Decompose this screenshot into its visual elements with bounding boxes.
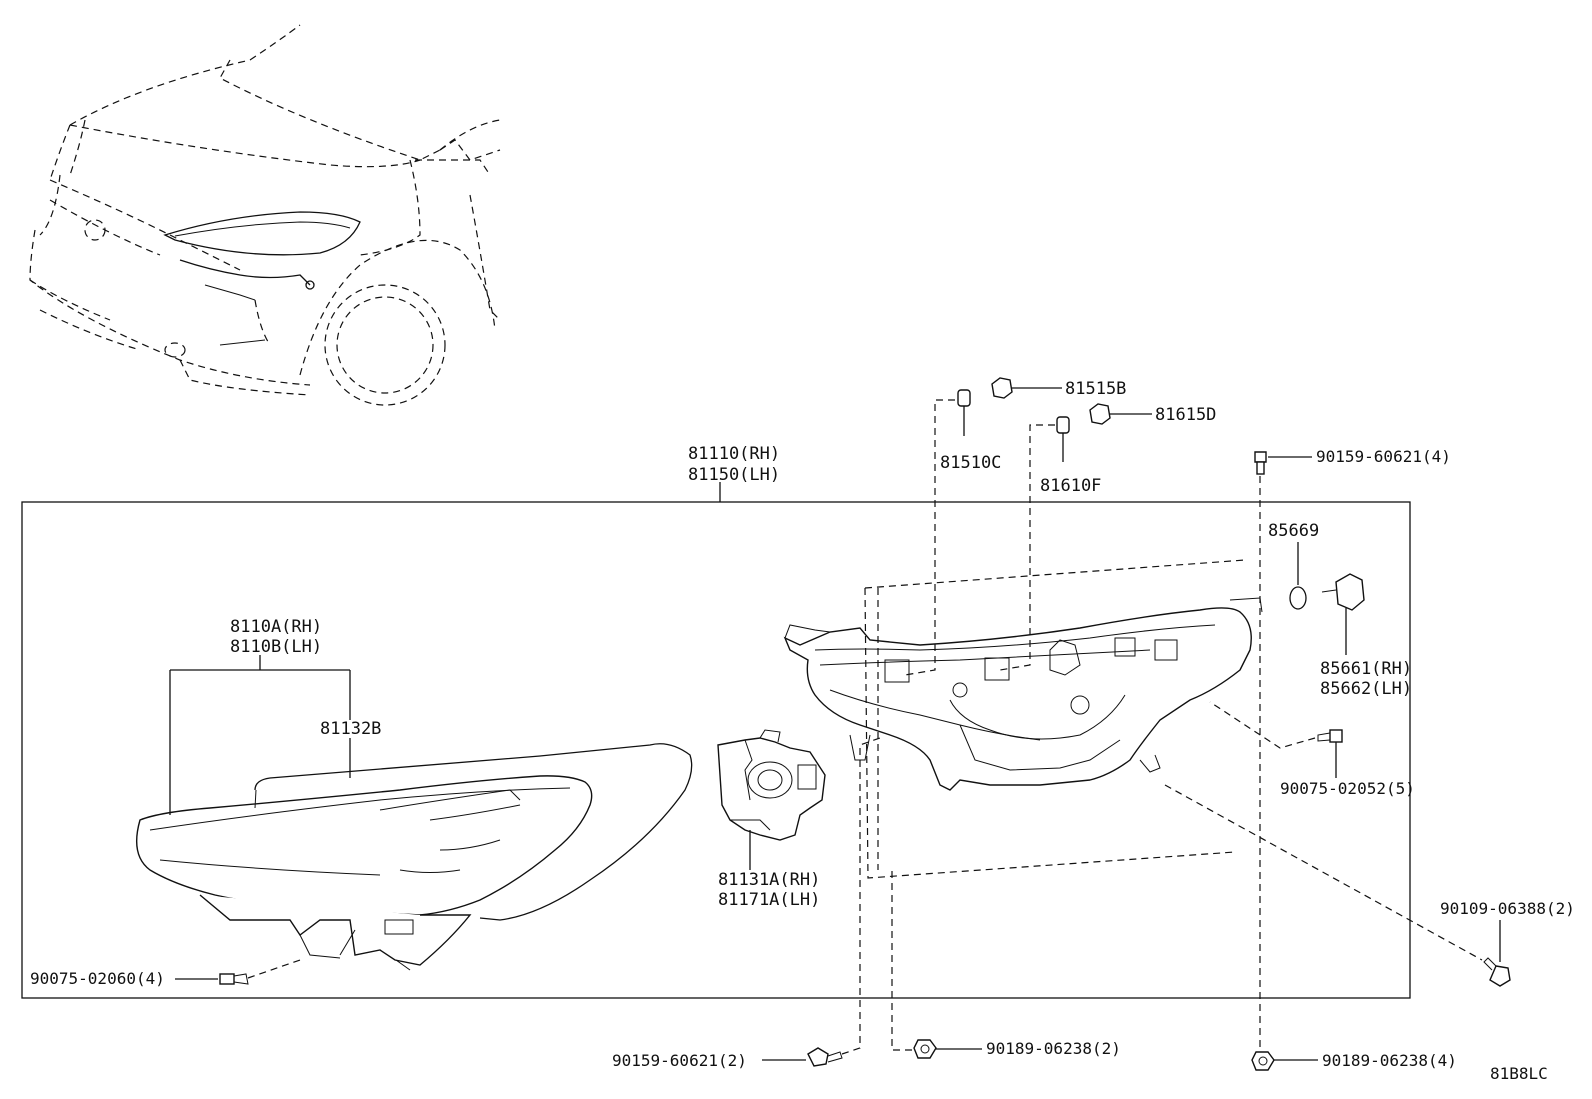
- part-label-8110b: 8110B(LH): [230, 637, 322, 657]
- headlamp-lens-icon: [136, 743, 693, 971]
- cap-icon: [1321, 573, 1365, 611]
- part-label-81510c: 81510C: [940, 453, 1001, 473]
- bolt-icon: [913, 1039, 937, 1059]
- screw-icon: [1254, 451, 1267, 475]
- bulb-icon: [957, 389, 1070, 434]
- assembly-frame: [21, 501, 1411, 999]
- part-label-81610f: 81610F: [1040, 476, 1101, 496]
- screw-icon: [1317, 729, 1343, 743]
- gasket-ring-icon: [1289, 586, 1307, 610]
- assembly-label-lh: 81150(LH): [688, 465, 780, 485]
- part-label-90189-06238-right: 90189-06238(4): [1322, 1051, 1457, 1070]
- headlamp-housing-icon: [783, 597, 1263, 791]
- vehicle-front-icon: [29, 24, 501, 406]
- part-label-81171a: 81171A(LH): [718, 890, 820, 910]
- part-label-85662: 85662(LH): [1320, 679, 1412, 699]
- part-label-90109-06388: 90109-06388(2): [1440, 899, 1575, 918]
- diagram-code: 81B8LC: [1490, 1064, 1548, 1083]
- screw-icon: [807, 1047, 843, 1067]
- part-label-90189-06238-mid: 90189-06238(2): [986, 1039, 1121, 1058]
- assembly-label-rh: 81110(RH): [688, 444, 780, 464]
- part-label-81515b: 81515B: [1065, 379, 1126, 399]
- part-label-85661: 85661(RH): [1320, 659, 1412, 679]
- bolt-icon: [1251, 1051, 1275, 1071]
- part-label-90159-60621-bottom: 90159-60621(2): [612, 1051, 747, 1070]
- socket-icon: [991, 377, 1111, 425]
- part-label-81132b: 81132B: [320, 719, 381, 739]
- part-label-81615d: 81615D: [1155, 405, 1216, 425]
- part-label-90159-60621-top: 90159-60621(4): [1316, 447, 1451, 466]
- part-label-90075-02060: 90075-02060(4): [30, 969, 165, 988]
- screw-icon: [219, 973, 249, 985]
- part-label-85669: 85669: [1268, 521, 1319, 541]
- part-label-81131a: 81131A(RH): [718, 870, 820, 890]
- part-label-90075-02052: 90075-02052(5): [1280, 779, 1415, 798]
- fog-lamp-unit-icon: [717, 729, 826, 841]
- part-label-8110a: 8110A(RH): [230, 617, 322, 637]
- bolt-icon: [1483, 957, 1511, 987]
